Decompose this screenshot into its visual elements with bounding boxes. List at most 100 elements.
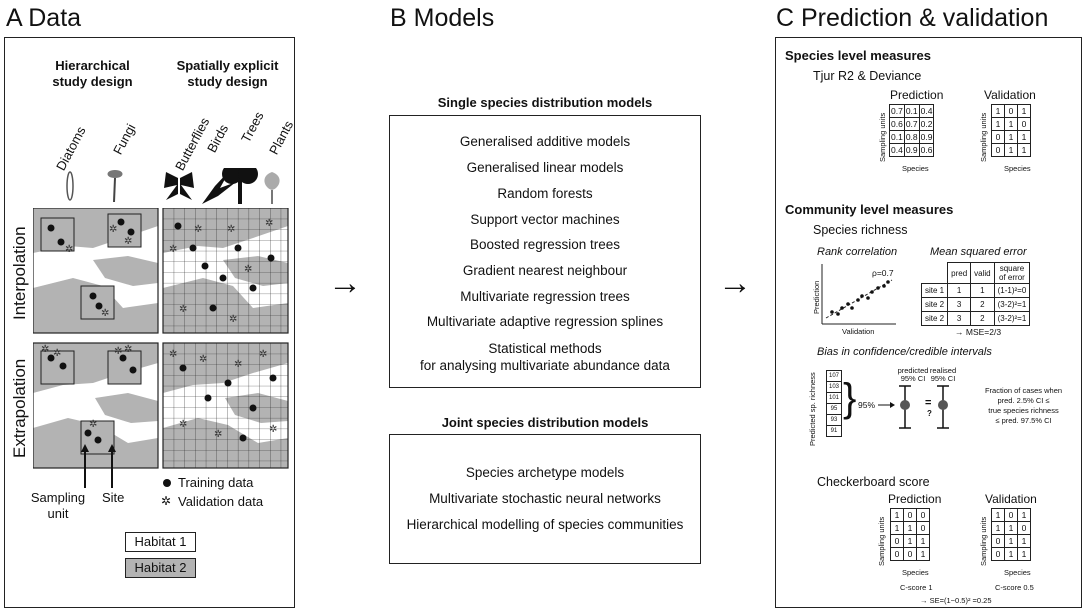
community-level-header: Community level measures <box>785 202 954 217</box>
panel-c-title: C Prediction & validation <box>776 4 1049 32</box>
fungus-icon <box>107 170 123 203</box>
species-richness-label: Species richness <box>813 223 908 237</box>
training-point <box>219 274 227 282</box>
training-point <box>234 244 242 252</box>
validation-point: ✲ <box>214 429 222 440</box>
training-point <box>267 254 275 262</box>
training-data-label: Training data <box>178 475 254 490</box>
habitat1-legend: Habitat 1 <box>125 532 196 552</box>
training-point <box>249 404 257 412</box>
cscore-2: C-score 0.5 <box>995 583 1034 592</box>
pred-sp-richness-axis: Predicted sp. richness <box>808 372 817 446</box>
spatial-design-label: Spatially explicit study design <box>176 58 279 89</box>
bias-title: Bias in confidence/credible intervals <box>817 346 992 358</box>
validation-point: ✲ <box>194 224 202 235</box>
training-point <box>204 394 212 402</box>
training-point <box>224 379 232 387</box>
training-point <box>201 262 209 270</box>
training-point <box>117 218 125 226</box>
hierarchical-design-label: Hierarchical study design <box>52 58 133 89</box>
validation-data-label: Validation data <box>178 494 264 509</box>
training-point <box>239 434 247 442</box>
taxa-icons <box>66 168 280 204</box>
training-dot-icon <box>163 479 171 487</box>
validation-point: ✲ <box>179 304 187 315</box>
tree-icon <box>222 168 258 204</box>
cb-prediction-title: Prediction <box>888 492 942 506</box>
pointer-arrows <box>81 444 116 488</box>
checkerboard-title: Checkerboard score <box>817 475 930 489</box>
validation-axis-label: Validation <box>842 327 875 336</box>
training-point <box>59 362 67 370</box>
training-point <box>249 284 257 292</box>
validation-point: ✲ <box>53 348 61 359</box>
training-point <box>94 436 102 444</box>
model-brt: Boosted regression trees <box>469 237 621 252</box>
model-mistn: Multivariate stochastic neural networks <box>429 491 661 506</box>
fraction-text: Fraction of cases when pred. 2.5% CI ≤ t… <box>984 386 1063 425</box>
equals-sign: = <box>925 397 932 409</box>
interpolation-label: Interpolation <box>10 226 29 320</box>
question-mark: ? <box>927 409 932 418</box>
validation-point: ✲ <box>41 344 49 355</box>
validation-point: ✲ <box>65 244 73 255</box>
species-level-header: Species level measures <box>785 48 931 63</box>
training-point <box>269 374 277 382</box>
cb-sampling-units-axis-1: Sampling units <box>877 516 886 566</box>
training-point <box>84 429 92 437</box>
cb-validation-title: Validation <box>985 492 1037 506</box>
model-mars: Multivariate adaptive regression splines <box>426 314 664 329</box>
species-axis-2: Species <box>1004 164 1031 173</box>
model-gam: Generalised additive models <box>459 134 631 149</box>
habitat-maps: ✲✲✲✲✲✲✲✲✲✲✲✲✲✲✲✲✲✲✲✲✲✲✲ <box>33 208 289 469</box>
rank-correlation-plot <box>821 264 896 325</box>
se-result: → SE=(1−0.5)² =0.25 <box>920 596 992 605</box>
sampling-units-axis-1: Sampling units <box>878 112 887 162</box>
prediction-title: Prediction <box>890 88 944 102</box>
extrapolation-label: Extrapolation <box>10 358 29 458</box>
validation-point: ✲ <box>269 424 277 435</box>
arrow-to-ci-icon <box>878 402 895 408</box>
mse-result: → MSE=2/3 <box>955 327 1002 337</box>
training-point <box>179 364 187 372</box>
rho-label: ρ=0.7 <box>872 268 894 278</box>
validation-point: ✲ <box>244 264 252 275</box>
joint-species-header: Joint species distribution models <box>441 415 649 430</box>
training-point <box>129 366 137 374</box>
single-species-box: Generalised additive models Generalised … <box>389 115 701 388</box>
diatom-icon <box>66 171 74 201</box>
validation-point: ✲ <box>234 359 242 370</box>
ci-bars <box>899 385 949 429</box>
training-point <box>209 304 217 312</box>
species-axis-1: Species <box>902 164 929 173</box>
site-label: Site <box>102 490 125 505</box>
validation-point: ✲ <box>229 314 237 325</box>
model-glm: Generalised linear models <box>466 160 624 175</box>
butterfly-icon <box>164 172 194 200</box>
mse-title: Mean squared error <box>930 246 1027 258</box>
model-sam: Species archetype models <box>465 465 625 480</box>
training-point <box>189 244 197 252</box>
training-point <box>47 354 55 362</box>
panel-a-title: A Data <box>6 4 82 32</box>
richness-ladder: 107 103 101 95 93 91 <box>826 370 842 437</box>
realised-ci-label: realised 95% CI <box>929 366 957 383</box>
panel-b-title: B Models <box>390 4 495 32</box>
validation-point: ✲ <box>89 419 97 430</box>
training-point <box>174 222 182 230</box>
training-point <box>95 302 103 310</box>
validation-point: ✲ <box>101 308 109 319</box>
validation-point: ✲ <box>179 419 187 430</box>
training-point <box>127 228 135 236</box>
cb-species-axis-1: Species <box>902 568 929 577</box>
validation-point: ✲ <box>227 224 235 235</box>
bird-icon <box>202 170 236 204</box>
pct95-label: 95% <box>858 400 876 410</box>
model-rf: Random forests <box>497 186 593 201</box>
model-manyglm: Statistical methods for analysing multiv… <box>420 341 670 373</box>
training-point <box>119 354 127 362</box>
